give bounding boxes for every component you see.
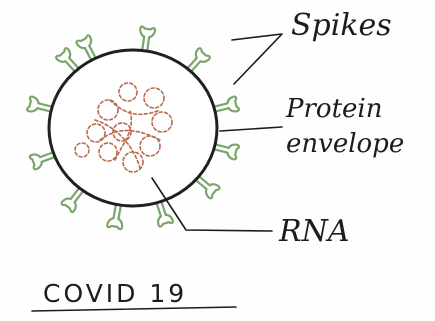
protein-label-line1: Protein (285, 94, 382, 124)
spike-head (227, 97, 238, 112)
spike-head (196, 48, 210, 62)
rna-label: RNA (278, 214, 350, 249)
spikes-leader-line (232, 34, 282, 84)
spike-head (27, 97, 38, 112)
protein-envelope-circle (49, 50, 217, 206)
diagram-title: COVID 19 (43, 279, 187, 308)
spike-head (206, 184, 220, 198)
spike-head (158, 215, 173, 227)
spike-head (30, 154, 42, 169)
spikes-label: Spikes (291, 8, 392, 43)
spike-head (56, 48, 70, 62)
spike-head (77, 35, 92, 48)
protein-envelope-leader-line (220, 127, 282, 131)
protein-label-line2: envelope (286, 129, 404, 159)
spike-head (227, 145, 238, 160)
spike-head (62, 199, 76, 212)
spike-head (107, 218, 122, 229)
spike-head (140, 26, 155, 37)
